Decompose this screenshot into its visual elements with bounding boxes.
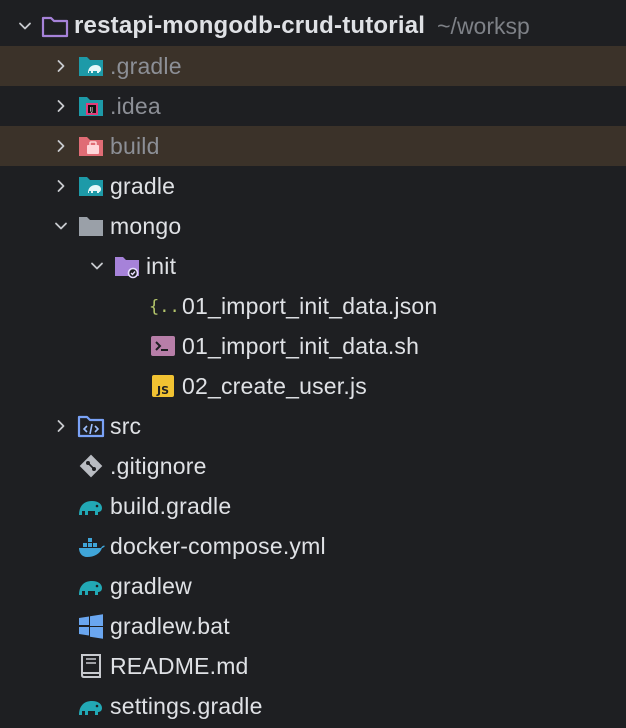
item-label: .gradle [110, 52, 182, 79]
build-folder-icon [76, 131, 106, 161]
js-file-icon: JS [148, 371, 178, 401]
readme-book-icon [76, 651, 106, 681]
item-label: 01_import_init_data.json [182, 292, 438, 319]
tree-row-project-root[interactable]: restapi-mongodb-crud-tutorial ~/worksp [0, 6, 626, 46]
chevron-right-icon[interactable] [50, 175, 72, 197]
item-label: 01_import_init_data.sh [182, 332, 420, 359]
folder-icon [76, 211, 106, 241]
chevron-right-icon[interactable] [50, 95, 72, 117]
item-label: init [146, 252, 177, 279]
chevron-down-icon[interactable] [50, 215, 72, 237]
tree-row-mongo[interactable]: mongo [0, 206, 626, 246]
docker-icon [76, 531, 106, 561]
item-label: mongo [110, 212, 182, 239]
init-folder-icon [112, 251, 142, 281]
tree-row-build[interactable]: build [0, 126, 626, 166]
item-label: build [110, 132, 160, 159]
tree-row-json-file[interactable]: {..} 01_import_init_data.json [0, 286, 626, 326]
tree-row-gradlew-bat[interactable]: gradlew.bat [0, 606, 626, 646]
chevron-down-icon[interactable] [14, 15, 36, 37]
tree-row-js-file[interactable]: JS 02_create_user.js [0, 366, 626, 406]
chevron-down-icon[interactable] [86, 255, 108, 277]
gradle-folder-icon [76, 51, 106, 81]
item-label: gradle [110, 172, 176, 199]
gradle-elephant-icon [76, 691, 106, 721]
chevron-right-icon[interactable] [50, 55, 72, 77]
svg-text:IJ: IJ [90, 107, 94, 114]
tree-row-shell-file[interactable]: 01_import_init_data.sh [0, 326, 626, 366]
item-label: settings.gradle [110, 692, 263, 719]
item-label: src [110, 412, 142, 439]
tree-row-init[interactable]: init [0, 246, 626, 286]
item-label: 02_create_user.js [182, 372, 367, 399]
tree-row-docker-compose[interactable]: docker-compose.yml [0, 526, 626, 566]
tree-row-settings-gradle[interactable]: settings.gradle [0, 686, 626, 726]
item-label: build.gradle [110, 492, 232, 519]
project-path: ~/worksp [437, 12, 530, 39]
tree-row-build-gradle[interactable]: build.gradle [0, 486, 626, 526]
module-folder-icon [40, 11, 70, 41]
item-label: docker-compose.yml [110, 532, 326, 559]
item-label: .idea [110, 92, 161, 119]
tree-row-readme[interactable]: README.md [0, 646, 626, 686]
windows-icon [76, 611, 106, 641]
item-label: gradlew [110, 572, 192, 599]
chevron-right-icon[interactable] [50, 135, 72, 157]
tree-row-gradle[interactable]: gradle [0, 166, 626, 206]
project-name: restapi-mongodb-crud-tutorial [74, 12, 426, 39]
item-label: README.md [110, 652, 249, 679]
gradle-elephant-icon [76, 571, 106, 601]
json-file-icon: {..} [148, 291, 178, 321]
item-label: gradlew.bat [110, 612, 230, 639]
gradle-folder-icon [76, 171, 106, 201]
idea-folder-icon: IJ [76, 91, 106, 121]
shell-file-icon [148, 331, 178, 361]
tree-row-src[interactable]: src [0, 406, 626, 446]
tree-row-dot-gradle[interactable]: .gradle [0, 46, 626, 86]
tree-row-dot-idea[interactable]: IJ .idea [0, 86, 626, 126]
item-label: .gitignore [110, 452, 207, 479]
tree-row-gradlew[interactable]: gradlew [0, 566, 626, 606]
git-icon [76, 451, 106, 481]
gradle-elephant-icon [76, 491, 106, 521]
svg-text:{..}: {..} [149, 297, 178, 317]
tree-row-gitignore[interactable]: .gitignore [0, 446, 626, 486]
source-folder-icon [76, 411, 106, 441]
chevron-right-icon[interactable] [50, 415, 72, 437]
svg-text:JS: JS [156, 384, 169, 397]
